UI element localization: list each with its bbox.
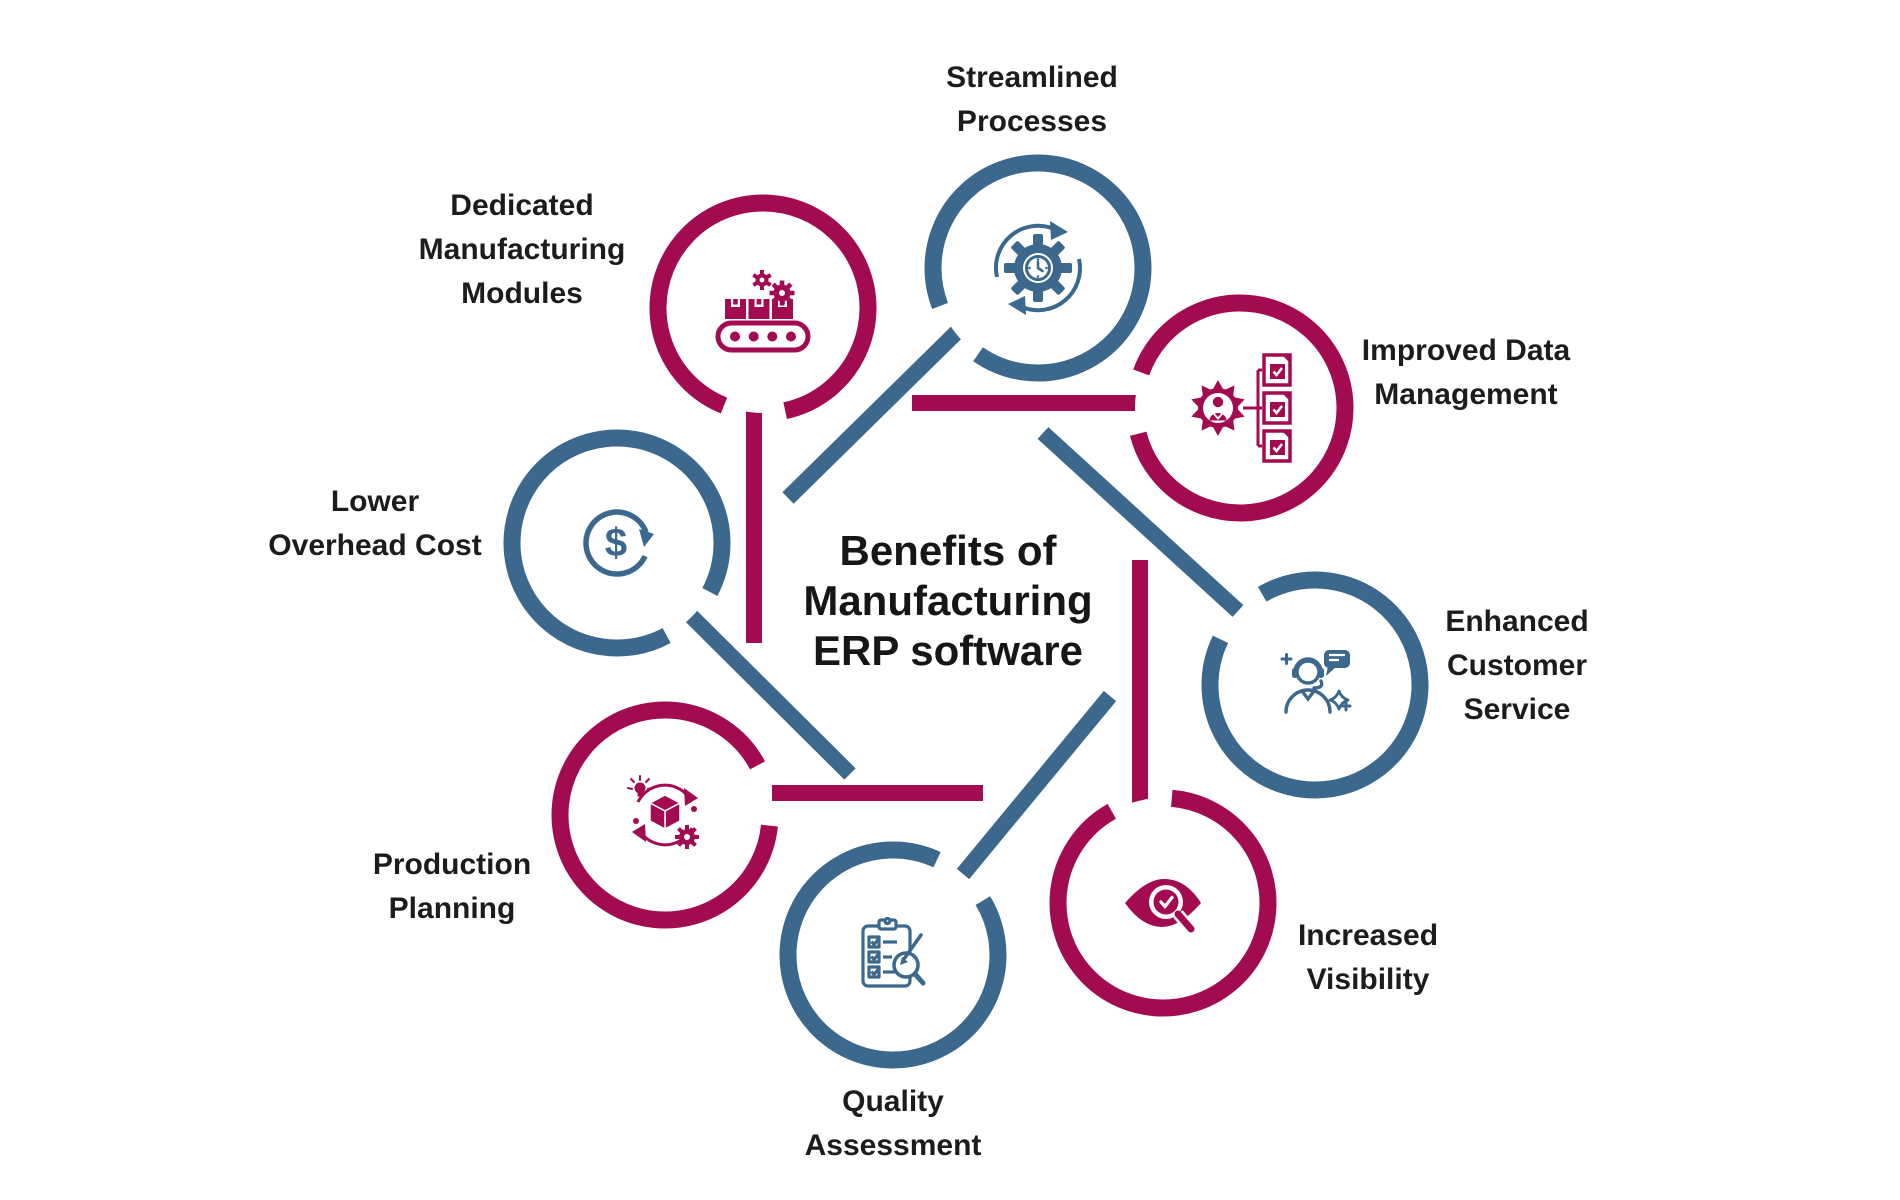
label-enhanced-customer-service: Enhanced Customer Service	[1445, 600, 1588, 732]
support-agent-icon	[1280, 650, 1352, 714]
label-line: Improved Data	[1361, 334, 1571, 367]
label-line: Enhanced	[1445, 605, 1589, 638]
label-line: Dedicated	[450, 189, 594, 222]
connector-lower-overhead-cost	[682, 607, 856, 780]
gear-clock-cycle-icon	[994, 221, 1082, 315]
ring-quality-assessment	[779, 841, 1007, 1069]
connector-enhanced-customer-service	[1037, 427, 1244, 617]
label-line: Streamlined	[946, 61, 1118, 94]
center-title: Benefits of Manufacturing ERP software	[803, 526, 1092, 676]
label-line: Quality	[842, 1085, 944, 1118]
label-increased-visibility: Increased Visibility	[1298, 914, 1438, 1002]
connector-quality-assessment	[956, 690, 1117, 880]
label-production-planning: Production Planning	[373, 843, 531, 931]
label-line: Service	[1463, 693, 1571, 726]
label-line: Management	[1374, 378, 1558, 411]
label-improved-data-management: Improved Data Management	[1362, 329, 1570, 417]
dollar-decrease-icon: $	[583, 509, 654, 577]
label-line: Assessment	[804, 1129, 982, 1162]
connector-streamlined-processes	[782, 321, 968, 504]
label-line: Planning	[388, 892, 516, 925]
label-line: Lower	[330, 485, 420, 518]
label-line: Production	[372, 848, 532, 881]
label-streamlined-processes: Streamlined Processes	[946, 56, 1118, 144]
center-title-line: Benefits of	[839, 527, 1057, 574]
ring-lower-overhead-cost	[503, 429, 731, 657]
ring-improved-data-management	[1126, 294, 1354, 522]
label-dedicated-manufacturing-modules: Dedicated Manufacturing Modules	[419, 184, 626, 316]
ring-enhanced-customer-service	[1201, 571, 1429, 799]
dollar-sign: $	[605, 521, 627, 565]
label-line: Overhead Cost	[268, 529, 482, 562]
box-cycle-icon	[627, 775, 699, 849]
label-line: Visibility	[1306, 963, 1430, 996]
label-quality-assessment: Quality Assessment	[805, 1080, 982, 1168]
label-line: Processes	[956, 105, 1108, 138]
label-line: Manufacturing	[418, 233, 626, 266]
connectors	[682, 321, 1244, 880]
center-title-line: Manufacturing	[803, 577, 1093, 624]
eye-magnifier-icon	[1125, 879, 1201, 933]
center-title-line: ERP software	[812, 627, 1083, 674]
conveyor-belt-icon	[715, 270, 811, 353]
label-line: Modules	[461, 277, 583, 310]
checklist-magnifier-icon	[861, 916, 926, 988]
user-documents-hierarchy-icon	[1191, 353, 1292, 463]
label-line: Increased	[1297, 919, 1439, 952]
label-lower-overhead-cost: Lower Overhead Cost	[268, 480, 481, 568]
label-line: Customer	[1446, 649, 1588, 682]
